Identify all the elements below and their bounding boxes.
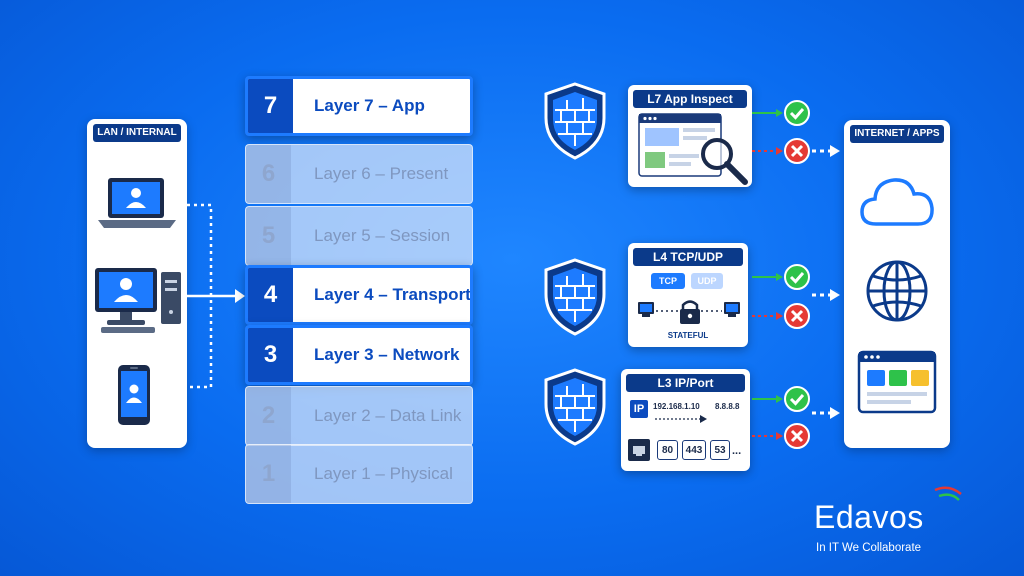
- decision-arrows: [752, 109, 840, 440]
- lan-connector: [187, 203, 245, 389]
- layer-number: 2: [246, 387, 291, 445]
- check-icon: [784, 100, 810, 126]
- osi-layer-7[interactable]: 7 Layer 7 – App: [245, 76, 473, 136]
- port-53: 53: [710, 440, 730, 460]
- ip-route-arrow: [655, 415, 707, 423]
- layer-label: Layer 2 – Data Link: [314, 406, 462, 425]
- port-80: 80: [657, 440, 678, 460]
- deny-icon: [784, 303, 810, 329]
- desktop-icon: [95, 268, 181, 333]
- ethernet-port-icon: [628, 439, 650, 461]
- layer-label: Layer 3 – Network: [314, 345, 460, 364]
- layer-number: 4: [248, 268, 293, 322]
- layer-number: 1: [246, 445, 291, 503]
- cloud-icon: [860, 178, 934, 226]
- layer-number: 7: [248, 79, 293, 133]
- brand-tagline: In IT We Collaborate: [816, 542, 922, 554]
- port-ellipsis: ...: [732, 445, 742, 457]
- l4-tcp-udp-card: L4 TCP/UDP TCP UDP STATEFUL: [628, 243, 748, 347]
- check-icon: [784, 386, 810, 412]
- stateful-label: STATEFUL: [667, 331, 709, 340]
- layer-label: Layer 1 – Physical: [314, 464, 453, 483]
- osi-layer-1[interactable]: 1 Layer 1 – Physical: [245, 444, 473, 504]
- udp-chip: UDP: [691, 273, 723, 289]
- l3-card-title: L3 IP/Port: [626, 374, 745, 392]
- deny-icon: [784, 423, 810, 449]
- osi-layer-3[interactable]: 3 Layer 3 – Network: [245, 325, 473, 385]
- destination-ip: 8.8.8.8: [715, 402, 740, 411]
- layer-label: Layer 7 – App: [314, 96, 425, 115]
- layer-label: Layer 5 – Session: [314, 226, 451, 245]
- layer-label: Layer 4 – Transport: [314, 285, 471, 304]
- osi-layer-4[interactable]: 4 Layer 4 – Transport: [245, 265, 473, 325]
- lan-panel-title: LAN / INTERNAL: [93, 124, 181, 142]
- tcp-chip: TCP: [651, 273, 685, 289]
- browser-icon: [857, 350, 937, 414]
- source-ip: 192.168.1.10: [653, 402, 700, 411]
- l4-card-title: L4 TCP/UDP: [633, 248, 743, 266]
- l4-stateful-illustration: [638, 300, 740, 324]
- port-443: 443: [682, 440, 706, 460]
- l7-card-title: L7 App Inspect: [633, 90, 747, 108]
- shield-icon-l4: [544, 258, 606, 336]
- shield-icon-l7: [544, 82, 606, 160]
- l7-inspect-illustration: [638, 113, 748, 185]
- osi-layer-2[interactable]: 2 Layer 2 – Data Link: [245, 386, 473, 446]
- layer-number: 6: [246, 145, 291, 203]
- globe-icon: [866, 260, 928, 322]
- layer-number: 5: [246, 207, 291, 265]
- brand-name: Edavos: [814, 499, 924, 535]
- layer-label: Layer 6 – Present: [314, 164, 449, 183]
- ip-badge: IP: [630, 400, 648, 418]
- check-icon: [784, 264, 810, 290]
- lock-icon: [680, 300, 700, 324]
- osi-layer-5[interactable]: 5 Layer 5 – Session: [245, 206, 473, 266]
- phone-icon: [118, 365, 150, 425]
- magnifier-icon: [701, 138, 748, 185]
- shield-icon-l3: [544, 368, 606, 446]
- deny-icon: [784, 138, 810, 164]
- layer-number: 3: [248, 328, 293, 382]
- edavos-logo-mark: [934, 486, 962, 501]
- osi-layer-6[interactable]: 6 Layer 6 – Present: [245, 144, 473, 204]
- laptop-icon: [98, 178, 176, 228]
- internet-panel-title: INTERNET / APPS: [850, 125, 944, 143]
